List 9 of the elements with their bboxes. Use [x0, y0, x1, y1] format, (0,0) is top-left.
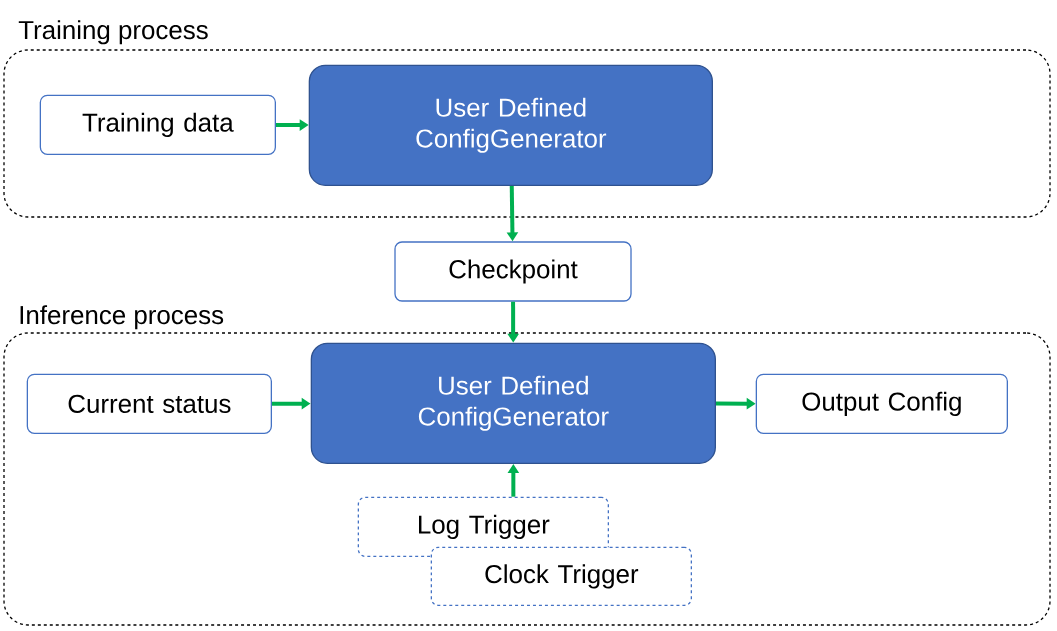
config-generator-box: User Defined ConfigGenerator	[308, 64, 713, 186]
process-box: Checkpoint	[394, 241, 632, 302]
group-heading: Training process	[18, 20, 208, 45]
process-box: Current status	[26, 373, 272, 434]
config-generator-box: User Defined ConfigGenerator	[310, 342, 716, 464]
trigger-box: Clock Trigger	[430, 546, 692, 606]
process-box: Output Config	[755, 373, 1008, 434]
process-box: Training data	[39, 94, 276, 155]
group-heading: Inference process	[20, 305, 224, 330]
